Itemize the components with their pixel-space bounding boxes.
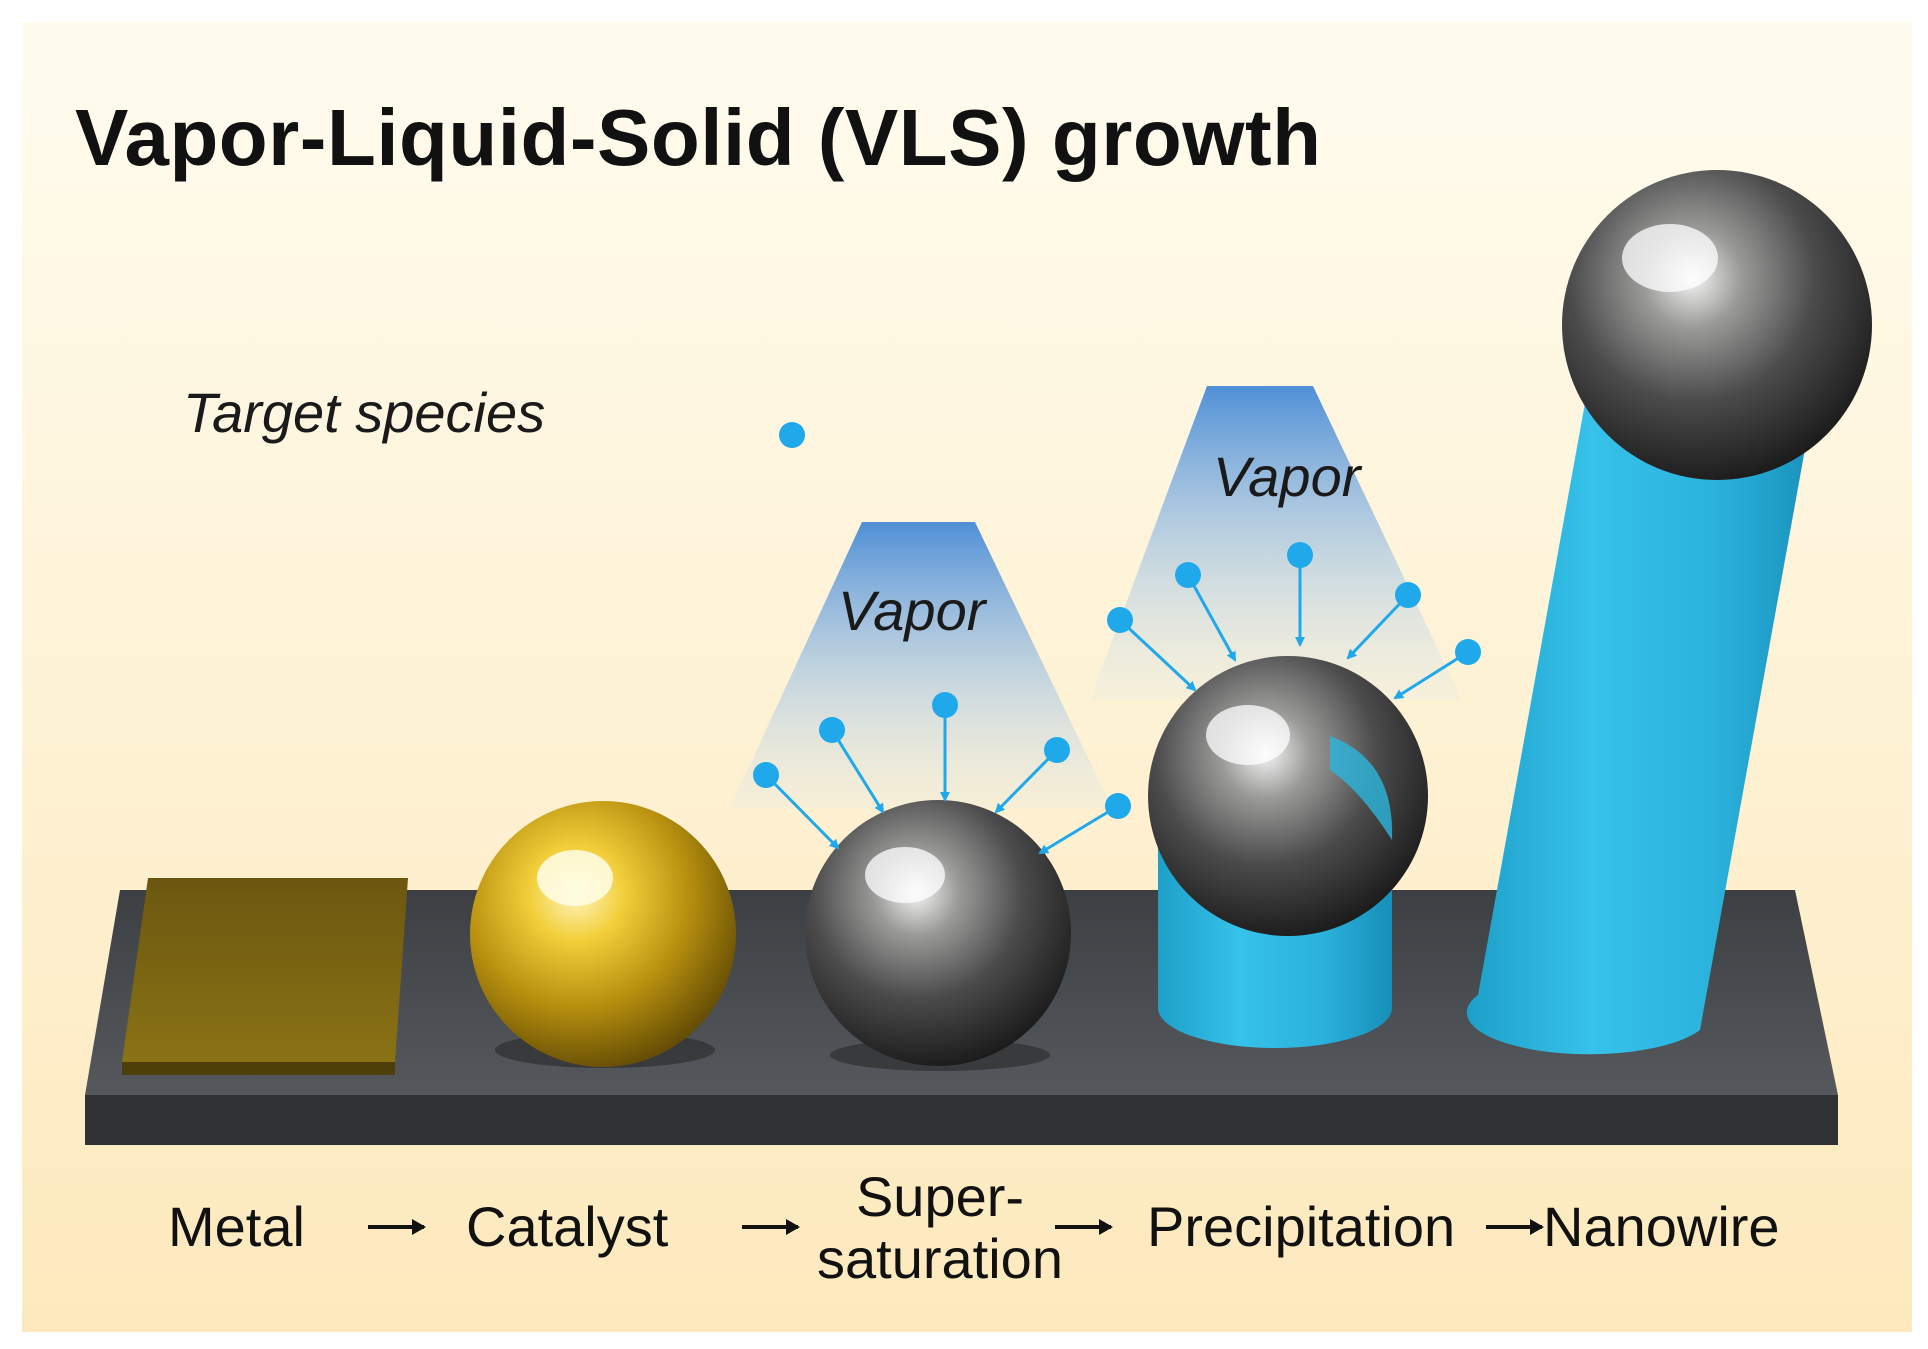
- vapor-species-dot: [1287, 542, 1313, 568]
- vapor-species-dot: [1107, 607, 1133, 633]
- vapor-species-dot: [753, 762, 779, 788]
- alloy-sphere-nanowire: [1562, 170, 1872, 480]
- alloy-sphere-precipitation: [1148, 656, 1428, 936]
- step-arrow-3: [1055, 1219, 1113, 1235]
- target-species-label: Target species: [183, 381, 546, 444]
- vapor-species-dot: [1455, 639, 1481, 665]
- vapor-species-group-2: [1107, 542, 1481, 700]
- gold-catalyst-sphere: [470, 801, 736, 1068]
- vapor-species-dot: [1044, 737, 1070, 763]
- step-arrow-2: [742, 1219, 800, 1235]
- vapor-species-dot: [932, 692, 958, 718]
- metal-film: [122, 878, 408, 1075]
- step-supersaturation-line2: saturation: [817, 1227, 1063, 1290]
- diagram-title: Vapor-Liquid-Solid (VLS) growth: [75, 93, 1322, 182]
- step-precipitation: Precipitation: [1147, 1195, 1456, 1258]
- vapor-label-2: Vapor: [1213, 445, 1361, 508]
- vapor-label-1: Vapor: [838, 579, 986, 642]
- vapor-species-dot: [1105, 793, 1131, 819]
- vapor-cone-2: [1090, 386, 1462, 700]
- vapor-species-dot: [1175, 562, 1201, 588]
- target-species-icon: [779, 422, 805, 448]
- step-catalyst: Catalyst: [466, 1195, 669, 1258]
- vapor-species-dot: [1395, 582, 1421, 608]
- step-nanowire: Nanowire: [1543, 1195, 1780, 1258]
- step-supersaturation: Super- saturation: [810, 1166, 1070, 1290]
- alloy-sphere-supersaturation: [805, 800, 1071, 1071]
- step-arrow-1: [368, 1219, 426, 1235]
- step-metal: Metal: [168, 1195, 305, 1258]
- vapor-species-group-1: [753, 692, 1131, 855]
- step-supersaturation-line1: Super-: [855, 1165, 1025, 1228]
- vapor-species-dot: [819, 717, 845, 743]
- nanowire-tall: [1466, 320, 1822, 1055]
- step-arrow-4: [1486, 1219, 1544, 1235]
